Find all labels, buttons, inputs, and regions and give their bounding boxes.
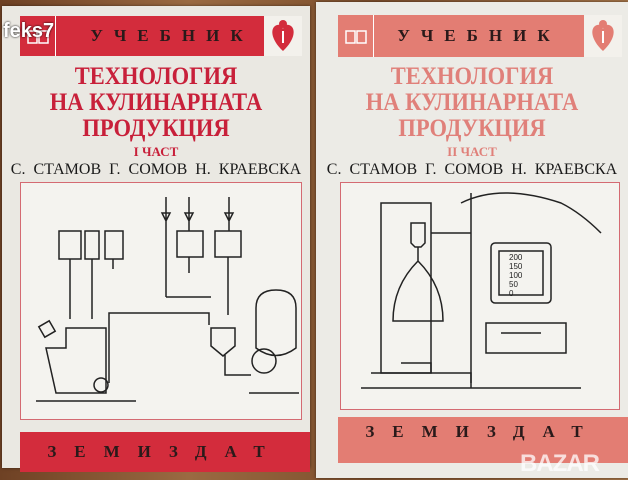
book-icon xyxy=(20,16,56,56)
gauge-label: 200 xyxy=(509,253,523,262)
series-band: УЧЕБНИК xyxy=(338,15,622,57)
publisher-label: ЗЕМИЗДАТ xyxy=(47,442,283,461)
gauge-label: 100 xyxy=(509,271,523,280)
gauge-label: 150 xyxy=(509,262,523,271)
publisher-label: ЗЕМИЗДАТ xyxy=(365,422,601,441)
gauge-label: 0 xyxy=(509,289,514,298)
series-band: УЧЕБНИК xyxy=(20,16,302,56)
authors: С. СТАМОВ Г. СОМОВ Н. КРАЕВСКА xyxy=(10,161,302,178)
title-line: НА КУЛИНАРНАТА xyxy=(365,89,579,116)
watermark-logo: BAZAR xyxy=(520,450,600,477)
publisher-band: ЗЕМИЗДАТ xyxy=(338,417,628,463)
book-cover-part-2: УЧЕБНИК ТЕХНОЛОГИЯ НА КУЛИНАРНАТА ПРОДУК… xyxy=(316,2,628,478)
watermark-user: feks7 xyxy=(3,20,55,42)
heart-pen-logo-icon xyxy=(584,15,622,57)
book-icon xyxy=(338,15,374,57)
process-diagram-illustration xyxy=(20,182,302,420)
part-label: I ЧАСТ xyxy=(133,144,179,159)
lab-equipment-illustration: 200 150 100 50 0 xyxy=(340,182,620,410)
title-line: ТЕХНОЛОГИЯ xyxy=(74,63,238,90)
series-label: УЧЕБНИК xyxy=(397,26,561,45)
heart-pen-logo-icon xyxy=(264,16,302,56)
title-line: ПРОДУКЦИЯ xyxy=(82,115,230,142)
title-line: ПРОДУКЦИЯ xyxy=(398,115,546,142)
book-title: ТЕХНОЛОГИЯ НА КУЛИНАРНАТА ПРОДУКЦИЯ xyxy=(332,64,613,142)
publisher-band: ЗЕМИЗДАТ xyxy=(20,432,310,472)
title-line: ТЕХНОЛОГИЯ xyxy=(390,63,554,90)
title-line: НА КУЛИНАРНАТА xyxy=(49,89,263,116)
book-cover-part-1: УЧЕБНИК ТЕХНОЛОГИЯ НА КУЛИНАРНАТА ПРОДУК… xyxy=(2,6,310,472)
book-title: ТЕХНОЛОГИЯ НА КУЛИНАРНАТА ПРОДУКЦИЯ xyxy=(17,64,294,142)
gauge-label: 50 xyxy=(509,280,518,289)
authors: С. СТАМОВ Г. СОМОВ Н. КРАЕВСКА xyxy=(326,161,618,178)
gauge-scale: 200 150 100 50 0 xyxy=(509,253,522,298)
part-label: II ЧАСТ xyxy=(447,144,497,159)
series-label: УЧЕБНИК xyxy=(90,26,254,45)
